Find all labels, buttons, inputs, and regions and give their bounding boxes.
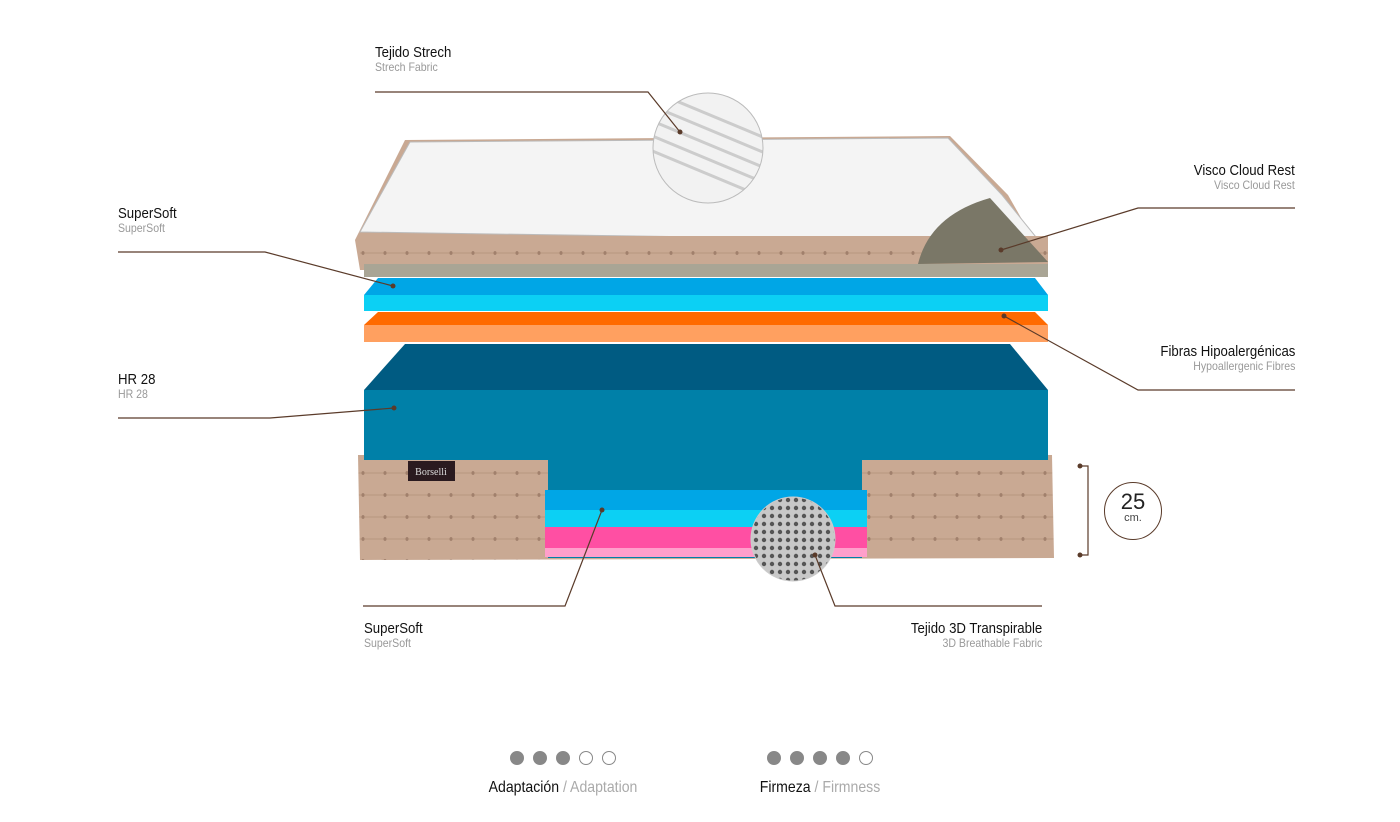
label-subtitle: SuperSoft xyxy=(364,636,411,651)
fibras-layer xyxy=(364,312,1048,342)
label-title: Tejido Strech xyxy=(375,44,452,61)
rating-dot-empty xyxy=(602,751,616,765)
height-badge: 25 cm. xyxy=(1104,482,1162,540)
height-unit: cm. xyxy=(1124,512,1142,524)
label-tejido-strech: Tejido Strech Strech Fabric xyxy=(375,44,462,75)
label-supersoft-top: SuperSoft SuperSoft xyxy=(118,205,185,236)
label-subtitle: SuperSoft xyxy=(118,221,165,236)
label-fibras: Fibras Hipoalergénicas Hypoallergenic Fi… xyxy=(1142,343,1295,374)
rating-dot-filled xyxy=(790,751,804,765)
label-title: HR 28 xyxy=(118,371,156,388)
label-title: SuperSoft xyxy=(118,205,177,222)
rating-dots xyxy=(720,751,920,765)
label-subtitle: HR 28 xyxy=(118,387,148,402)
rating-dot-filled xyxy=(767,751,781,765)
label-hr28: HR 28 HR 28 xyxy=(118,371,161,402)
rating-dot-filled xyxy=(510,751,524,765)
rating-label: Adaptación xyxy=(488,779,560,796)
rating-label-en: / Adaptation xyxy=(563,779,638,796)
strech-fabric-detail xyxy=(653,93,763,203)
hr28-layer xyxy=(364,344,1048,490)
rating-dot-filled xyxy=(533,751,547,765)
label-visco: Visco Cloud Rest Visco Cloud Rest xyxy=(1180,162,1295,193)
label-supersoft-bottom: SuperSoft SuperSoft xyxy=(364,620,431,651)
height-value: 25 xyxy=(1120,489,1146,514)
label-subtitle: Visco Cloud Rest xyxy=(1214,178,1295,193)
visco-layer xyxy=(918,198,1048,264)
leader-lines xyxy=(118,91,1295,607)
rating-dot-empty xyxy=(579,751,593,765)
rating-label: Firmeza xyxy=(759,779,811,796)
rating-dot-filled xyxy=(556,751,570,765)
label-title: Fibras Hipoalergénicas xyxy=(1160,343,1295,360)
rating-dots xyxy=(463,751,663,765)
rating-dot-filled xyxy=(813,751,827,765)
rating-firmness: Firmeza / Firmness xyxy=(720,751,920,797)
label-subtitle: 3D Breathable Fabric xyxy=(942,636,1042,651)
rating-label-en: / Firmness xyxy=(814,779,881,796)
rating-adaptation: Adaptación / Adaptation xyxy=(463,751,663,797)
rating-dot-empty xyxy=(859,751,873,765)
rating-dot-filled xyxy=(836,751,850,765)
label-title: Visco Cloud Rest xyxy=(1193,162,1295,179)
supersoft-top-layer xyxy=(364,278,1048,311)
3d-fabric-detail xyxy=(750,496,836,582)
label-title: Tejido 3D Transpirable xyxy=(910,620,1042,637)
label-subtitle: Strech Fabric xyxy=(375,60,438,75)
label-subtitle: Hypoallergenic Fibres xyxy=(1192,359,1295,374)
label-title: SuperSoft xyxy=(364,620,423,637)
label-tejido-3d: Tejido 3D Transpirable 3D Breathable Fab… xyxy=(893,620,1042,651)
svg-text:Borselli: Borselli xyxy=(415,467,447,478)
brand-logo xyxy=(408,461,455,481)
